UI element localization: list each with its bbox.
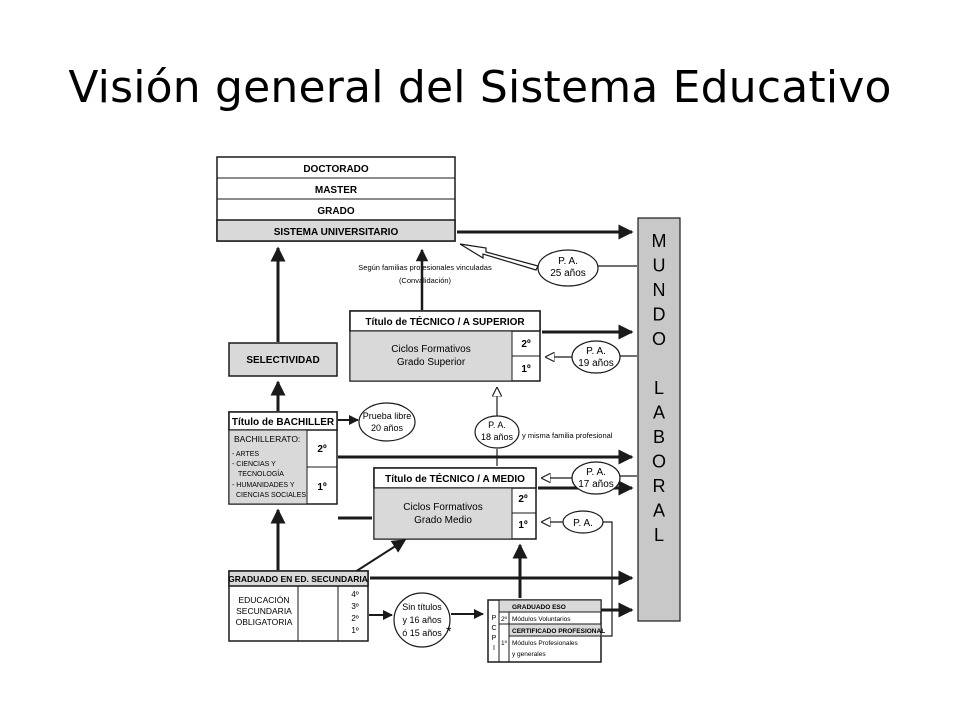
- prueba-libre-line2: 20 años: [371, 423, 404, 433]
- prueba-libre-line1: Prueba libre: [363, 411, 412, 421]
- tecnico-medio-line1: Ciclos Formativos: [403, 502, 482, 513]
- grado-label: GRADO: [317, 206, 354, 217]
- pa-25-line2: 25 años: [550, 268, 586, 279]
- master-label: MASTER: [315, 185, 358, 196]
- eso-line2: SECUNDARIA: [236, 606, 292, 616]
- doctorado-label: DOCTORADO: [303, 164, 369, 175]
- bachiller-item-1: - ARTES: [232, 451, 259, 458]
- pcpi-modulos-voluntarios: Módulos Voluntarios: [512, 616, 571, 623]
- mundo-laboral-letter: O: [652, 329, 666, 349]
- mundo-laboral-letter: A: [653, 403, 665, 423]
- pa-25-line1: P. A.: [558, 256, 578, 267]
- tecnico-superior-title: Título de TÉCNICO / A SUPERIOR: [365, 315, 525, 328]
- pa-19-line1: P. A.: [586, 346, 606, 357]
- pa-19-line2: 19 años: [578, 358, 614, 369]
- pcpi-modulos-prof1: Módulos Profesionales: [512, 640, 579, 647]
- pa-medio-line1: P. A.: [573, 518, 593, 529]
- pcpi-graduado: GRADUADO ESO: [512, 604, 566, 611]
- mundo-laboral-letter: L: [654, 525, 664, 545]
- mundo-laboral-letter: L: [654, 378, 664, 398]
- mundo-laboral-letter: M: [652, 231, 667, 251]
- tecnico-superior-box: Título de TÉCNICO / A SUPERIOR Ciclos Fo…: [349, 310, 541, 382]
- pcpi-modulos-prof2: y generales: [512, 651, 546, 658]
- sistema-universitario-label: SISTEMA UNIVERSITARIO: [274, 227, 399, 238]
- mundo-laboral-letter: O: [652, 452, 666, 472]
- page-title: Visión general del Sistema Educativo: [68, 62, 892, 113]
- pa-18-note: y misma familia profesional: [522, 431, 613, 440]
- sin-titulos-group: Sin títulos y 16 años ó 15 años *: [393, 592, 452, 648]
- pa-17-line1: P. A.: [586, 467, 606, 478]
- eso-box: GRADUADO EN ED. SECUNDARIA EDUCACIÓN SEC…: [228, 570, 369, 642]
- mundo-laboral-letter: N: [653, 280, 666, 300]
- bachiller-year2: 2º: [317, 444, 327, 455]
- bachiller-year1: 1º: [317, 482, 327, 493]
- eso-line1: EDUCACIÓN: [238, 595, 289, 605]
- tecnico-superior-line2: Grado Superior: [397, 357, 466, 368]
- bachiller-subtitle: BACHILLERATO:: [234, 434, 300, 444]
- pa-17-line2: 17 años: [578, 479, 614, 490]
- pcpi-letter-2: C: [491, 625, 496, 632]
- eso-year4: 4º: [351, 590, 358, 599]
- bachiller-item-5: CIENCIAS SOCIALES: [236, 492, 306, 499]
- pcpi-year1: 1º: [501, 640, 508, 647]
- pcpi-letter-4: I: [493, 645, 495, 652]
- pa-18-line2: 18 años: [481, 432, 514, 442]
- convalidacion-line2: (Convalidación): [399, 276, 452, 285]
- pcpi-year2: 2º: [501, 616, 508, 623]
- sin-titulos-line1: Sin títulos: [402, 602, 442, 612]
- sin-titulos-line2: y 16 años: [402, 615, 442, 625]
- tecnico-medio-year2: 2º: [518, 494, 528, 505]
- mundo-laboral-letter: B: [653, 427, 665, 447]
- eso-title: GRADUADO EN ED. SECUNDARIA: [228, 574, 368, 584]
- mundo-laboral-letter: A: [653, 501, 665, 521]
- university-stack: DOCTORADO MASTER GRADO SISTEMA UNIVERSIT…: [216, 156, 456, 242]
- eso-line3: OBLIGATORIA: [236, 617, 293, 627]
- pa-18-group: P. A. 18 años y misma familia profesiona…: [474, 388, 613, 466]
- mundo-laboral-letter: D: [653, 305, 666, 325]
- prueba-libre-group: Prueba libre 20 años: [358, 402, 416, 442]
- bachiller-item-2: - CIENCIAS Y: [232, 461, 276, 468]
- mundo-laboral-letter: U: [653, 256, 666, 276]
- eso-year1: 1º: [351, 626, 358, 635]
- pa-17-group: P. A. 17 años: [542, 461, 637, 495]
- tecnico-superior-line1: Ciclos Formativos: [391, 344, 470, 355]
- convalidacion-line1: Según familias profesionales vinculadas: [358, 263, 492, 272]
- selectividad-label: SELECTIVIDAD: [246, 355, 319, 366]
- tecnico-medio-box: Título de TÉCNICO / A MEDIO Ciclos Forma…: [373, 467, 537, 540]
- pcpi-certificado: CERTIFICADO PROFESIONAL: [512, 628, 605, 635]
- tecnico-superior-year1: 1º: [521, 364, 531, 375]
- tecnico-medio-title: Título de TÉCNICO / A MEDIO: [385, 472, 525, 485]
- pcpi-letter-3: P: [492, 635, 497, 642]
- pa-19-group: P. A. 19 años: [546, 340, 637, 374]
- pa-medio-group: P. A.: [542, 510, 613, 637]
- bachiller-item-4: - HUMANIDADES Y: [232, 482, 295, 489]
- selectividad-box: SELECTIVIDAD: [228, 342, 338, 377]
- bachiller-title: Título de BACHILLER: [232, 417, 335, 428]
- pcpi-letter-1: P: [492, 615, 497, 622]
- bachiller-box: Título de BACHILLER BACHILLERATO: - ARTE…: [228, 411, 338, 505]
- pa-25-group: P. A. 25 años: [459, 243, 637, 287]
- tecnico-medio-line2: Grado Medio: [414, 515, 472, 526]
- eso-year2: 2º: [351, 614, 358, 623]
- pa-18-line1: P. A.: [488, 420, 506, 430]
- tecnico-superior-year2: 2º: [521, 339, 531, 350]
- tecnico-medio-year1: 1º: [518, 520, 528, 531]
- mundo-laboral-letter: R: [653, 476, 666, 496]
- sin-titulos-line3: ó 15 años: [402, 628, 442, 638]
- eso-year3: 3º: [351, 602, 358, 611]
- sin-titulos-mark: *: [446, 623, 452, 639]
- bachiller-item-3: TECNOLOGÍA: [238, 469, 284, 478]
- pcpi-box: P C P I GRADUADO ESO 2º Módulos Voluntar…: [487, 599, 605, 663]
